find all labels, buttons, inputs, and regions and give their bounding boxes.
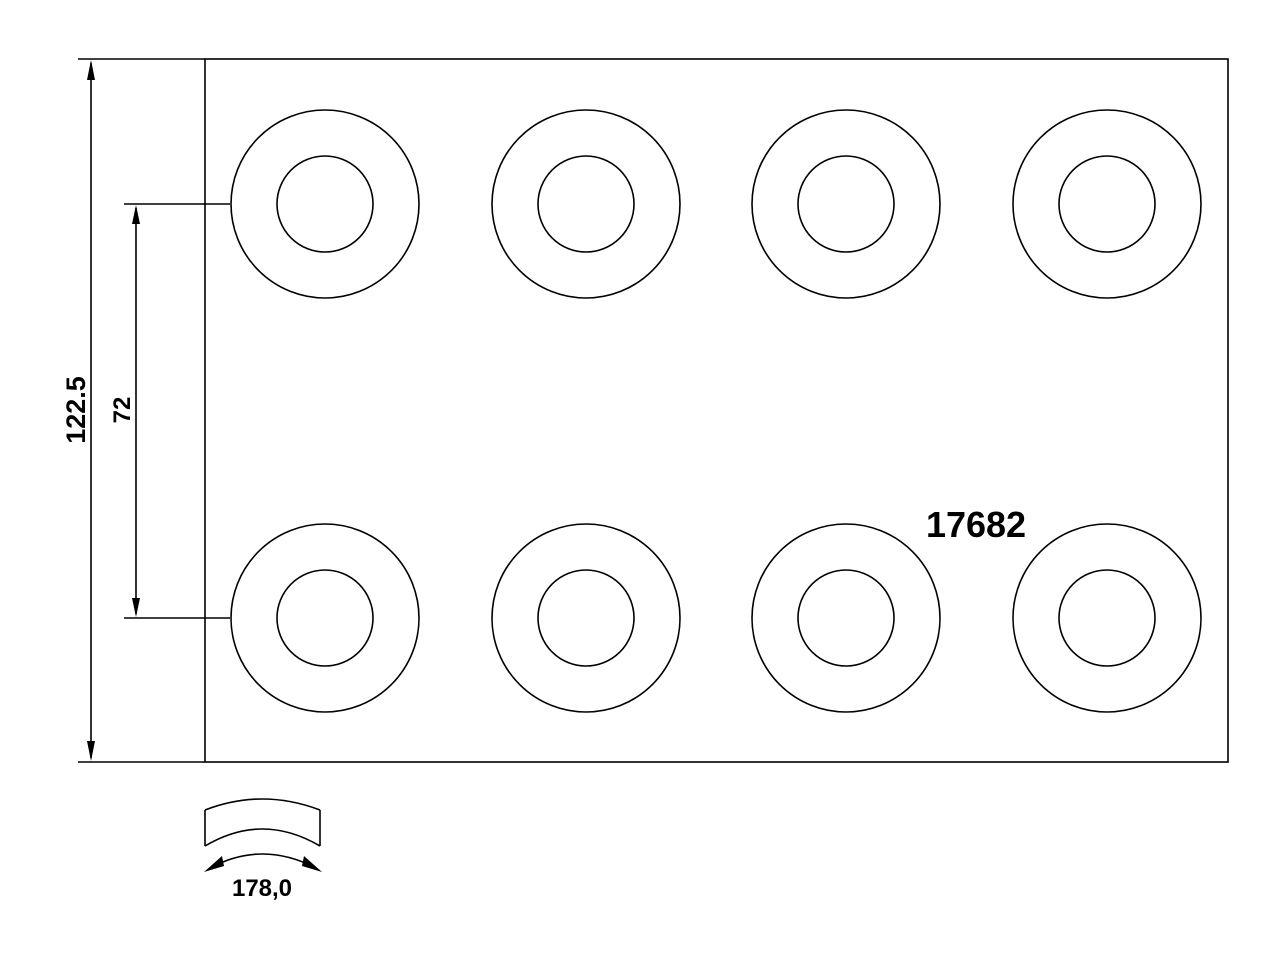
hole-outer-ring xyxy=(751,109,941,299)
hole-outer-ring xyxy=(491,523,681,713)
spacing-arrow-top xyxy=(132,205,140,224)
arc-arrow-left xyxy=(204,856,224,872)
height-dimension-label: 122.5 xyxy=(61,376,91,444)
part-number: 17682 xyxy=(926,504,1026,545)
height-arrow-top xyxy=(87,60,95,80)
arc-length-label: 178,0 xyxy=(232,875,292,902)
hole-inner-ring xyxy=(797,155,895,253)
hole-r1-c1 xyxy=(230,109,420,299)
hole-outer-ring xyxy=(491,109,681,299)
hole-spacing-label: 72 xyxy=(109,397,136,424)
hole-inner-ring xyxy=(1058,569,1156,667)
hole-r1-c2 xyxy=(491,109,681,299)
spacing-arrow-bottom xyxy=(132,598,140,617)
arc-length-arrow-arc xyxy=(209,853,317,869)
shoe-outer-arc xyxy=(204,798,321,811)
shoe-inner-arc xyxy=(204,828,321,847)
hole-inner-ring xyxy=(537,569,635,667)
hole-spacing-dimension: 72 xyxy=(109,203,230,619)
hole-outer-ring xyxy=(751,523,941,713)
curved-shoe-profile-icon: 178,0 xyxy=(204,798,322,902)
hole-r2-c3 xyxy=(751,523,941,713)
hole-inner-ring xyxy=(1058,155,1156,253)
hole-r2-c4 xyxy=(1012,523,1202,713)
hole-outer-ring xyxy=(230,523,420,713)
hole-inner-ring xyxy=(537,155,635,253)
hole-outer-ring xyxy=(230,109,420,299)
hole-outer-ring xyxy=(1012,109,1202,299)
hole-r2-c1 xyxy=(230,523,420,713)
hole-inner-ring xyxy=(797,569,895,667)
hole-r1-c3 xyxy=(751,109,941,299)
hole-r1-c4 xyxy=(1012,109,1202,299)
lining-outline xyxy=(204,58,1229,763)
arc-arrow-right xyxy=(302,856,322,872)
height-arrow-bottom xyxy=(87,741,95,761)
hole-grid xyxy=(230,109,1202,713)
hole-inner-ring xyxy=(276,569,374,667)
height-dimension: 122.5 xyxy=(61,58,205,763)
hole-inner-ring xyxy=(276,155,374,253)
hole-r2-c2 xyxy=(491,523,681,713)
hole-outer-ring xyxy=(1012,523,1202,713)
